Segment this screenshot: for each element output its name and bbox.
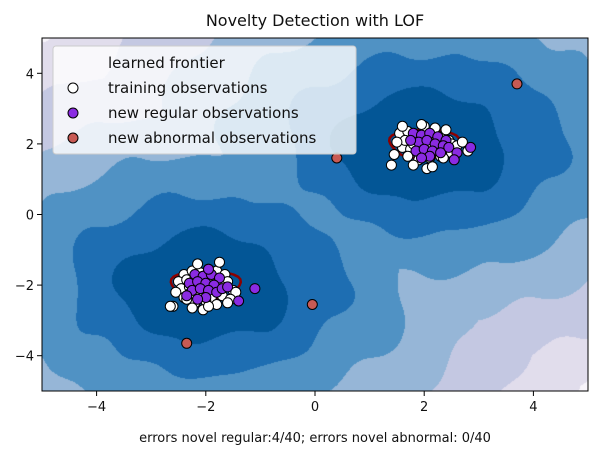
training-point — [214, 256, 225, 268]
legend-label-abnormal: new abnormal observations — [108, 129, 317, 147]
regular-point — [416, 152, 427, 164]
regular-point — [233, 295, 245, 307]
y-tick-label: −4 — [15, 350, 34, 365]
abnormal-point — [181, 337, 193, 349]
legend-marker-abnormal — [67, 132, 79, 144]
regular-point — [448, 154, 460, 166]
legend-marker-regular — [67, 107, 79, 119]
regular-point — [249, 283, 261, 295]
y-tick-label: 2 — [26, 138, 34, 153]
training-point — [186, 302, 198, 314]
regular-point — [443, 141, 455, 153]
regular-point — [192, 293, 204, 305]
training-point — [164, 300, 176, 312]
legend-marker-training — [67, 82, 79, 94]
abnormal-point — [511, 78, 523, 90]
abnormal-point — [306, 299, 318, 310]
training-point — [416, 119, 427, 130]
x-tick-label: 0 — [311, 400, 319, 415]
legend-label-frontier: learned frontier — [108, 54, 226, 72]
regular-point — [203, 263, 214, 275]
axis-ticks: −4 −2 0 2 4 −4 −2 0 2 4 — [15, 67, 538, 415]
regular-point — [405, 134, 417, 146]
x-axis-label: errors novel regular:4/40; errors novel … — [139, 431, 491, 446]
training-point — [385, 159, 397, 171]
training-point — [426, 161, 438, 173]
regular-point — [181, 290, 193, 302]
training-point — [440, 124, 452, 136]
training-point — [391, 136, 403, 148]
training-point — [456, 136, 468, 148]
chart-title: Novelty Detection with LOF — [206, 11, 424, 30]
training-point — [402, 150, 414, 162]
legend-label-regular: new regular observations — [108, 104, 299, 122]
x-tick-label: 4 — [529, 400, 537, 415]
training-point — [396, 120, 408, 132]
training-point — [170, 286, 182, 298]
training-point — [192, 258, 204, 270]
training-point — [388, 149, 400, 160]
y-tick-label: −2 — [15, 279, 34, 294]
legend-box — [52, 45, 357, 155]
x-tick-label: −2 — [196, 400, 215, 415]
x-tick-label: −4 — [87, 400, 106, 415]
regular-point — [222, 281, 234, 293]
training-point — [222, 297, 234, 309]
x-tick-label: 2 — [420, 400, 428, 415]
training-point — [407, 159, 419, 171]
y-tick-label: 4 — [26, 67, 34, 82]
legend: learned frontier training observations n… — [52, 45, 357, 155]
y-tick-label: 0 — [26, 209, 34, 224]
regular-point — [435, 147, 447, 159]
regular-point — [465, 141, 477, 153]
legend-label-training: training observations — [108, 79, 268, 97]
